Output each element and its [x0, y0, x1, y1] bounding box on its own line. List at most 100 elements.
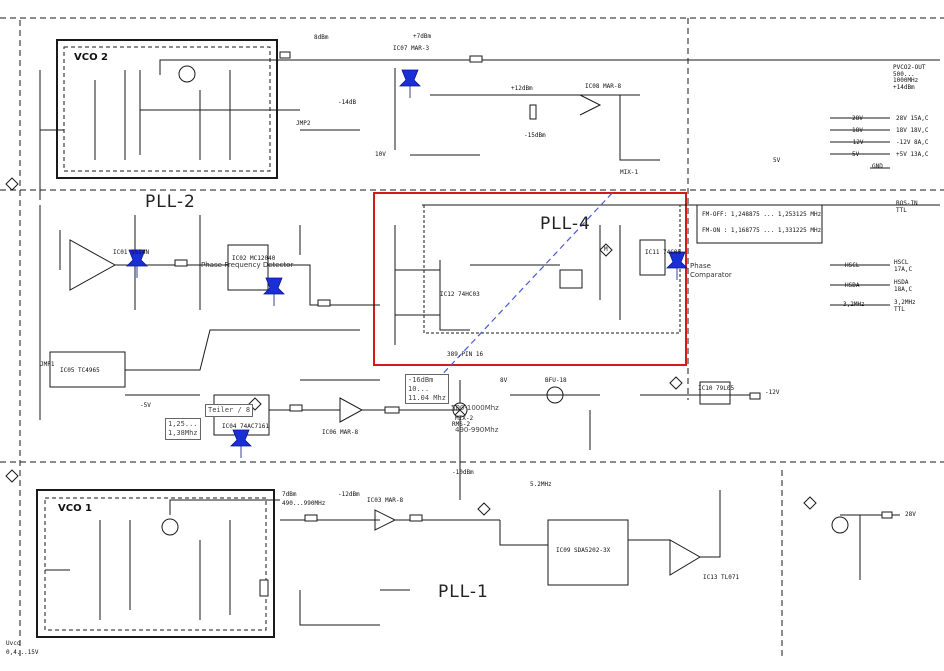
r-feed: [619, 95, 660, 161]
ic13-out: [700, 490, 721, 558]
fm-off-row: FM-OFF: 1,248875 ... 1,253125 MHz: [702, 211, 822, 218]
ref-7dbm: +7dBm: [413, 33, 432, 40]
supply-gnd: GND: [872, 163, 883, 170]
ic13-label: IC13 TL071: [703, 574, 740, 581]
m-label: M: [604, 246, 608, 253]
teiler-label: Teiler / 8: [208, 406, 251, 414]
supply-val-4: +5V 13A,C: [896, 151, 929, 158]
jmp2-label: JMP2: [296, 120, 311, 127]
pll1-title: PLL-1: [438, 582, 489, 602]
teiler-box: Teiler / 8: [205, 404, 254, 417]
vco1-inner: [44, 497, 267, 631]
ic03-amp: [374, 509, 397, 531]
hsda-value: 18A,C: [894, 286, 913, 293]
freq-in-line2: 1,38Mhz: [168, 428, 198, 437]
freq-in-box: 1,25... 1,38Mhz: [165, 418, 201, 440]
bfu-label: BFU-18: [545, 377, 567, 384]
ic12: [439, 260, 470, 331]
pll4-xtal: [559, 269, 583, 289]
vco2-frame: [56, 39, 278, 179]
ref-ttl: TTL: [894, 306, 905, 313]
ref-m14db: -14dB: [338, 99, 357, 106]
supply-val-1: 28V 15A,C: [896, 115, 929, 122]
ref-right: 3,2MHz: [894, 299, 916, 306]
vco1-frame: [36, 489, 275, 638]
ic07-label: IC07 MAR-3: [393, 45, 430, 52]
resistor-mix: [384, 406, 400, 414]
bos-label: BOS-IN: [896, 200, 918, 207]
ic11-box: [639, 239, 666, 276]
ic05-label: IC05 TC4965: [60, 367, 100, 374]
pvco2-freq2: 1000MHz: [893, 77, 919, 84]
bfu-transistor-2: [831, 516, 849, 534]
testpoint-m3: [599, 243, 613, 257]
ic08-amp-shape: [579, 94, 602, 116]
pvco2-label: PVCO2-OUT: [893, 64, 926, 71]
ic02-box: [227, 244, 269, 291]
bos-ttl: TTL: [896, 207, 907, 214]
ic03-label: IC03 MAR-8: [367, 497, 404, 504]
phase-comparator-label-1: Phase: [690, 262, 711, 270]
ref-m5v: -5V: [140, 402, 151, 409]
supply-18v: 18V: [852, 127, 863, 134]
pll4-highlight: [373, 192, 687, 366]
pll2-title: PLL-2: [145, 192, 196, 212]
ic09-box: [547, 519, 629, 586]
pushpin-icon: [126, 249, 148, 278]
ref-pin16: 389,PIN 16: [447, 351, 484, 358]
ic06-amp: [339, 397, 364, 423]
ref-7dbm-b: 7dBm: [282, 491, 297, 498]
vco2-title: VCO 2: [74, 52, 109, 63]
ic09-in: [499, 520, 548, 546]
testpoint-h3: [669, 376, 683, 390]
ic09-label: IC09 SDA5202-3X: [556, 547, 611, 554]
vco1-title: VCO 1: [58, 503, 93, 514]
ic04-label: IC04 74AC7161: [222, 423, 269, 430]
phase-detector-label: Phase-Frequency Detector: [201, 261, 294, 269]
ref-8dbm: 8dBm: [314, 34, 329, 41]
ref-5v: 5V: [773, 157, 781, 164]
bfu-transistor: [546, 386, 564, 404]
mix2-label: MIX-2: [455, 415, 474, 422]
pushpin-icon: [399, 69, 421, 98]
pll4-title: PLL-4: [540, 214, 591, 234]
uvco-range: 0,4...15V: [6, 649, 39, 656]
pushpin-icon: [263, 277, 285, 306]
ref-28v: 28V: [905, 511, 916, 518]
ref-10v: 10V: [375, 151, 386, 158]
uvco-label: Uvco: [6, 640, 21, 647]
ic10-box: [699, 381, 731, 405]
resistor-r33: [469, 55, 483, 63]
resistor-r40: [304, 514, 318, 522]
dashed-link: [436, 189, 616, 381]
fm-on-row: FM-ON : 1,168775 ... 1,331225 MHz: [702, 227, 822, 234]
mix-level-1: -16dBm: [408, 376, 434, 384]
pvco2-level: +14dBm: [893, 84, 915, 91]
vco2-inner: [63, 46, 271, 172]
hsda-right: HSDA: [894, 279, 909, 286]
ic10-label: IC10 79L05: [698, 385, 735, 392]
phase-comparator-label-2: Comparator: [690, 271, 732, 279]
resistor-r45: [409, 514, 423, 522]
range-high-label: 500-1000Mhz: [451, 404, 499, 412]
ref-m12dbm: -12dBm: [338, 491, 360, 498]
mixer-x2: [454, 404, 466, 416]
vco1-top: [169, 499, 280, 515]
resistor-r11: [174, 259, 188, 267]
ic01-amp: [69, 239, 117, 291]
resistor-l10: [881, 511, 893, 519]
ref-m12v: -12V: [765, 389, 780, 396]
ic12-label: IC12 74HC03: [440, 291, 480, 298]
resistor-r25: [289, 404, 303, 412]
resistor-r35: [529, 104, 537, 120]
pushpin-icon: [230, 429, 252, 458]
vco1-transistor: [161, 518, 179, 536]
supply-m12v: -12V: [849, 139, 864, 146]
ref-490-990: 490...990MHz: [282, 500, 326, 507]
ic08-label: IC08 MAR-8: [585, 83, 622, 90]
resistor-r06: [317, 299, 331, 307]
supply-val-3: -12V 8A,C: [896, 139, 929, 146]
supply-28v: 28V: [852, 115, 863, 122]
hsda-left: HSDA: [845, 282, 860, 289]
